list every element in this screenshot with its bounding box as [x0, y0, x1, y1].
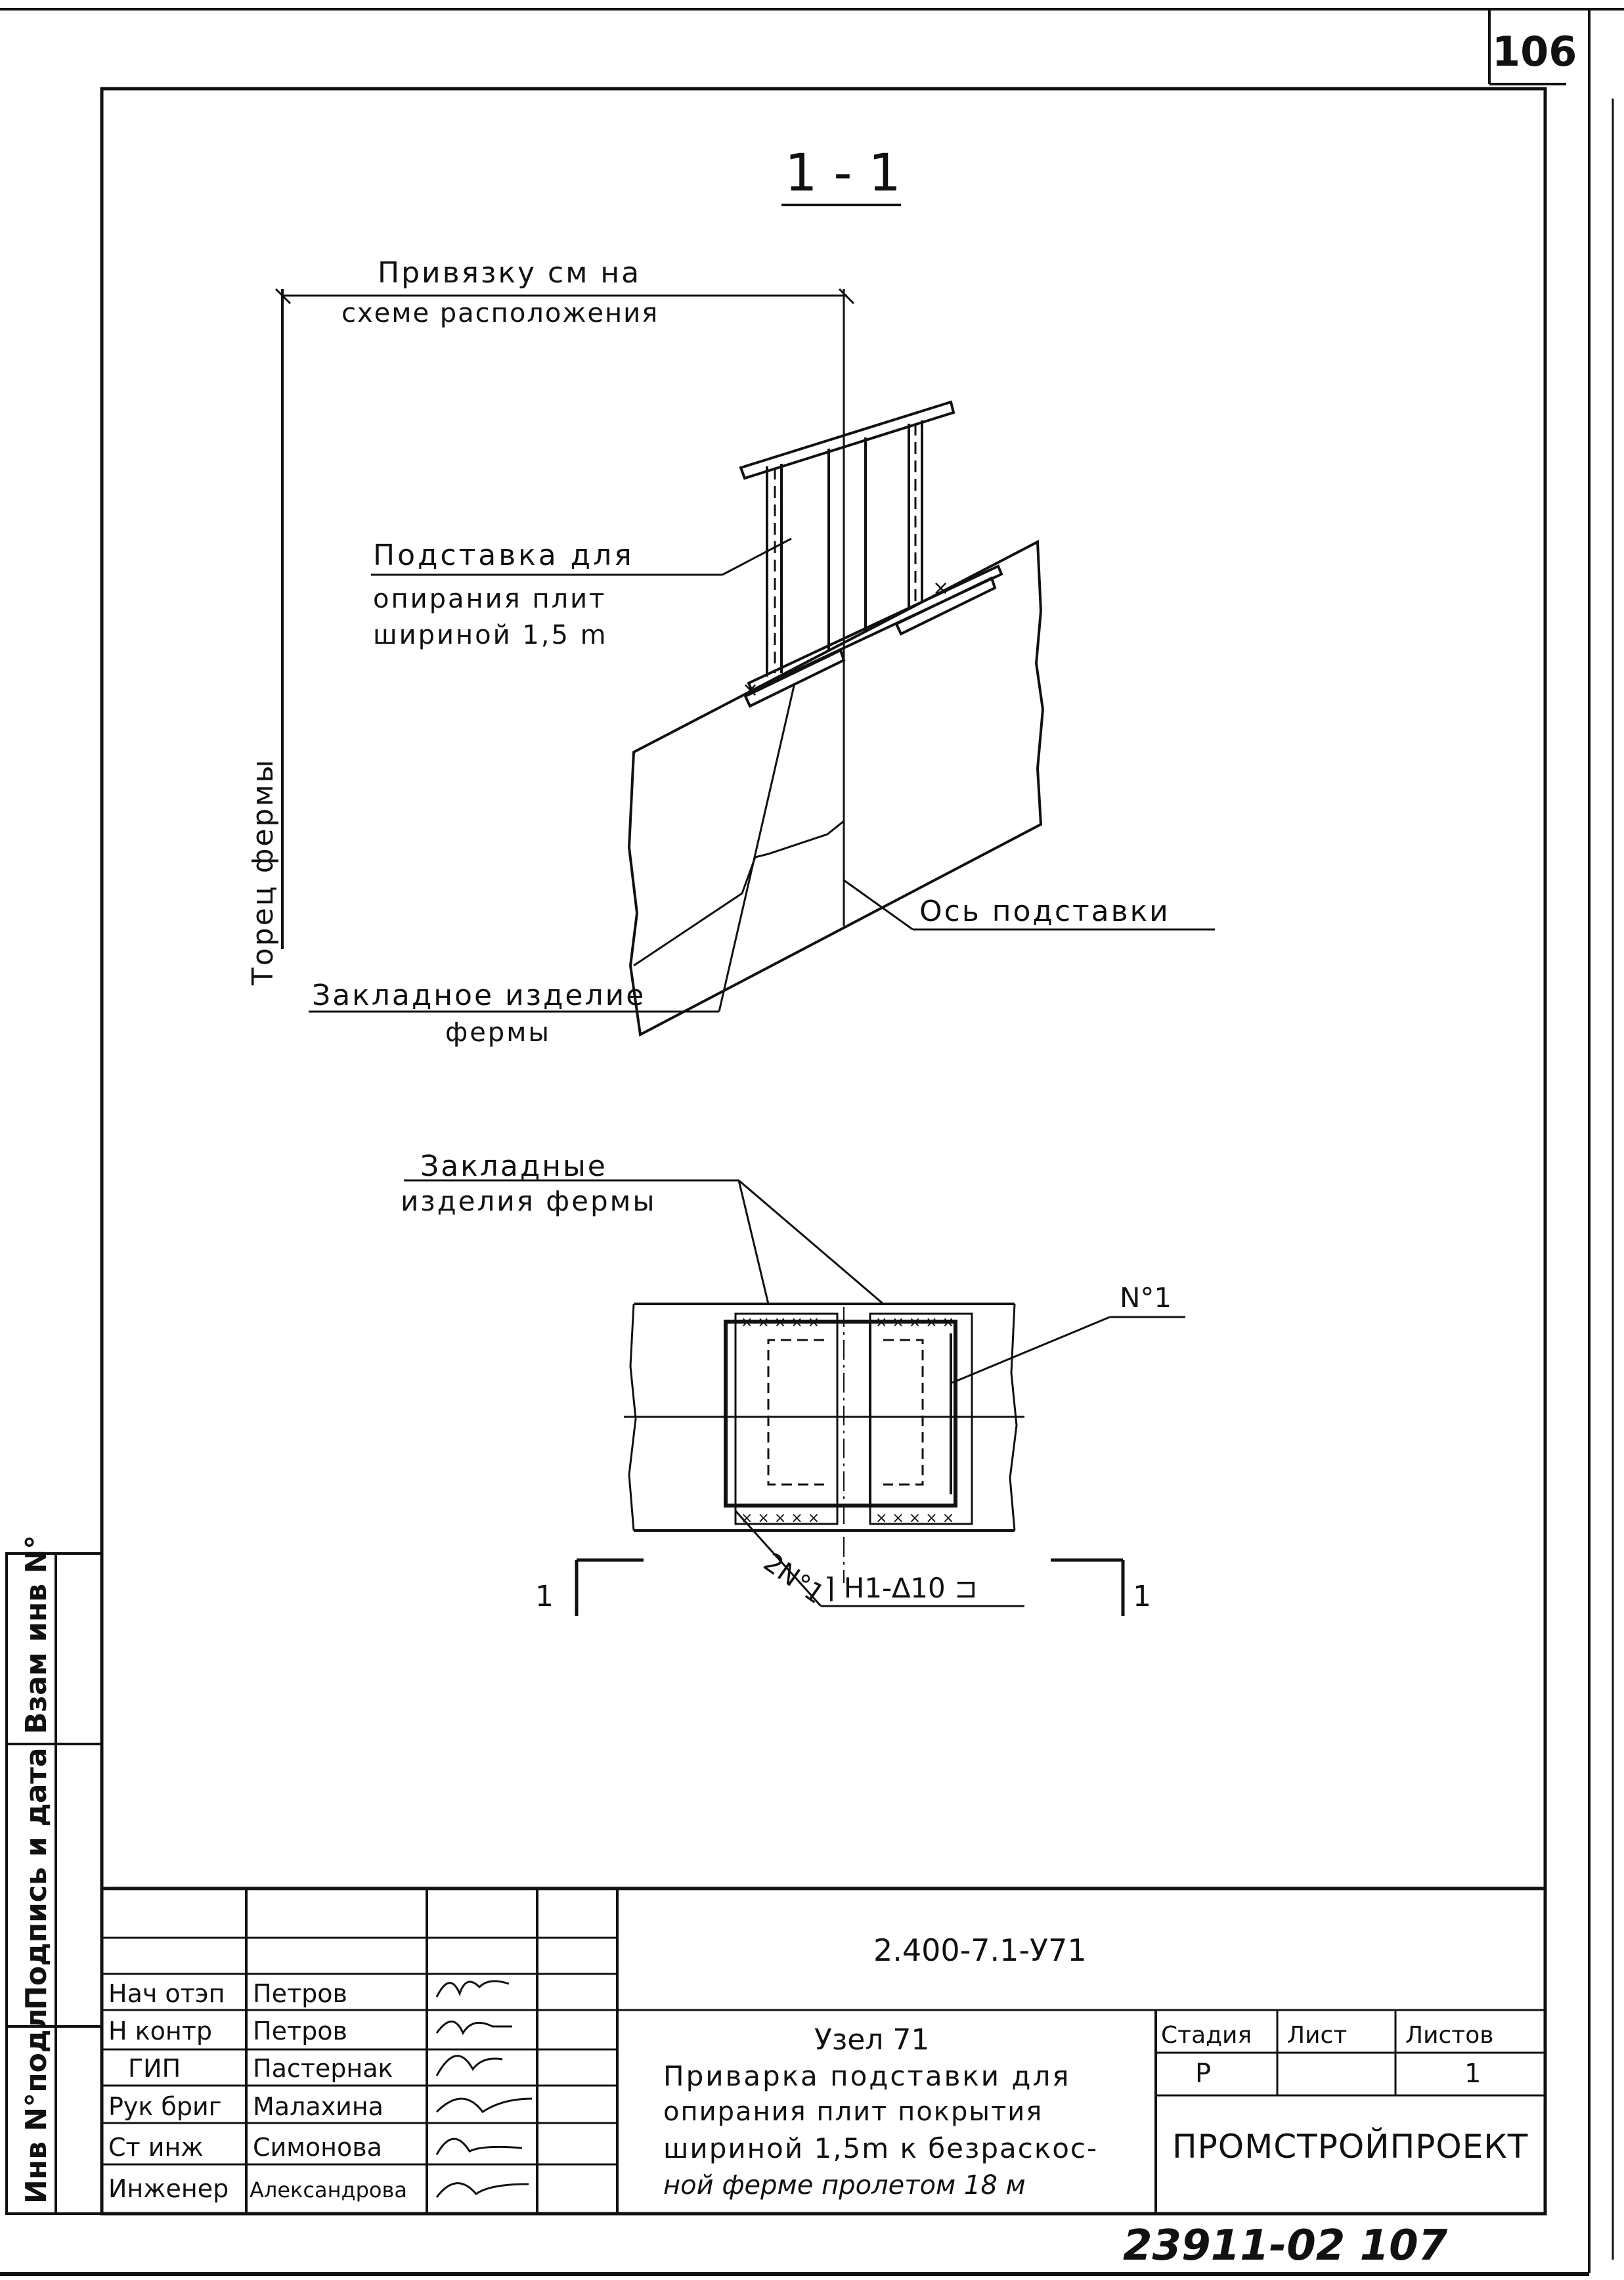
cut-left-label: 1	[535, 1580, 554, 1613]
side-stamp: Взам инв N° Подпись и дата Инв N°подл	[5, 1535, 103, 2215]
title-line-5: ной ферме пролетом 18 м	[663, 2170, 1026, 2201]
sheet-number-box: 106	[1488, 9, 1577, 85]
title-line-2: Приварка подставки для	[663, 2060, 1071, 2092]
name-4: Малахина	[253, 2092, 384, 2121]
podstavka-label-1: Подставка для	[373, 539, 634, 572]
name-2: Петров	[253, 2017, 347, 2045]
sheet-number-top: 106	[1492, 28, 1577, 76]
sheet-edges	[0, 8, 1624, 2276]
name-3: Пастернак	[253, 2054, 393, 2083]
os-label: Ось подставки	[919, 895, 1170, 928]
signature-2	[435, 2021, 512, 2036]
listov-value: 1	[1464, 2059, 1481, 2089]
privyazka-label-1: Привязку см на	[378, 256, 641, 290]
torec-label: Торец фермы	[246, 758, 280, 986]
title-line-4: шириной 1,5m к безраскос-	[663, 2132, 1098, 2164]
section-1-1: 1 - 1 Привязку см на схеме расположения …	[246, 144, 1215, 1048]
bottom-code: 23911-02 107	[1123, 2222, 1448, 2270]
privyazka-label-2: схеме расположения	[341, 298, 659, 328]
name-column: Петров Петров Пастернак Малахина Симонов…	[250, 1979, 407, 2202]
side-stamp-vzam: Взам инв N°	[20, 1535, 53, 1734]
plan-view: Закладные изделия фермы × × × × × × × × …	[401, 1150, 1185, 1616]
role-n-kontr: Н контр	[108, 2017, 212, 2045]
main-frame	[100, 87, 1547, 2216]
zakladnoe-label-2: фермы	[445, 1017, 551, 1048]
name-6: Александрова	[250, 2178, 407, 2202]
signature-3	[435, 2055, 503, 2076]
side-stamp-inv-podl: Инв N°подл	[20, 2008, 53, 2204]
signatures	[435, 1980, 533, 2198]
signature-6	[435, 2182, 529, 2198]
stadia-header: Стадия	[1161, 2022, 1252, 2049]
zakladnye-label-2: изделия фермы	[401, 1185, 657, 1217]
doc-code: 2.400-7.1-У71	[873, 1933, 1087, 1968]
weld-label: 2N°1	[758, 1548, 829, 1611]
signature-4	[435, 2097, 533, 2114]
signature-1	[435, 1980, 510, 1998]
role-nach-otd: Нач отэп	[108, 1979, 225, 2008]
svg-text:×: ×	[742, 679, 758, 702]
role-gip: ГИП	[128, 2054, 181, 2083]
title-line-1: Узел 71	[814, 2023, 929, 2057]
podstavka-label-3: шириной 1,5 m	[373, 620, 608, 650]
signature-5	[435, 2137, 523, 2155]
svg-text:×: ×	[933, 577, 949, 600]
zakladnye-label-1: Закладные	[420, 1150, 607, 1183]
svg-text:× × × × ×: × × × × ×	[875, 1510, 954, 1527]
podstavka-label-2: опирания плит	[373, 584, 606, 614]
role-column: Нач отэп Н контр ГИП Рук бриг Ст инж Инж…	[108, 1979, 229, 2203]
role-inzhener: Инженер	[108, 2174, 229, 2203]
cut-right-label: 1	[1133, 1580, 1151, 1613]
section-title: 1 - 1	[785, 144, 901, 203]
title-block: 2.400-7.1-У71 Нач отэп Н контр ГИП Рук б…	[102, 1887, 1545, 2214]
organization: ПРОМСТРОЙПРОЕКТ	[1172, 2127, 1528, 2166]
list-header: Лист	[1287, 2022, 1347, 2049]
title-line-3: опирания плит покрытия	[663, 2097, 1043, 2127]
side-stamp-podpis: Подпись и дата	[20, 1747, 53, 2010]
listov-header: Листов	[1405, 2022, 1493, 2049]
role-ruk-brig: Рук бриг	[108, 2092, 222, 2121]
stadia-value: Р	[1195, 2059, 1211, 2089]
no1-label: N°1	[1120, 1282, 1172, 1314]
role-st-inzh: Ст инж	[108, 2133, 204, 2162]
zakladnoe-label-1: Закладное изделие	[312, 979, 646, 1012]
name-1: Петров	[253, 1979, 347, 2008]
name-5: Симонова	[253, 2133, 382, 2162]
svg-text:× × × × ×: × × × × ×	[741, 1510, 820, 1527]
weld-symbol: ⌉ Н1-∆10 ⊐	[824, 1572, 977, 1604]
